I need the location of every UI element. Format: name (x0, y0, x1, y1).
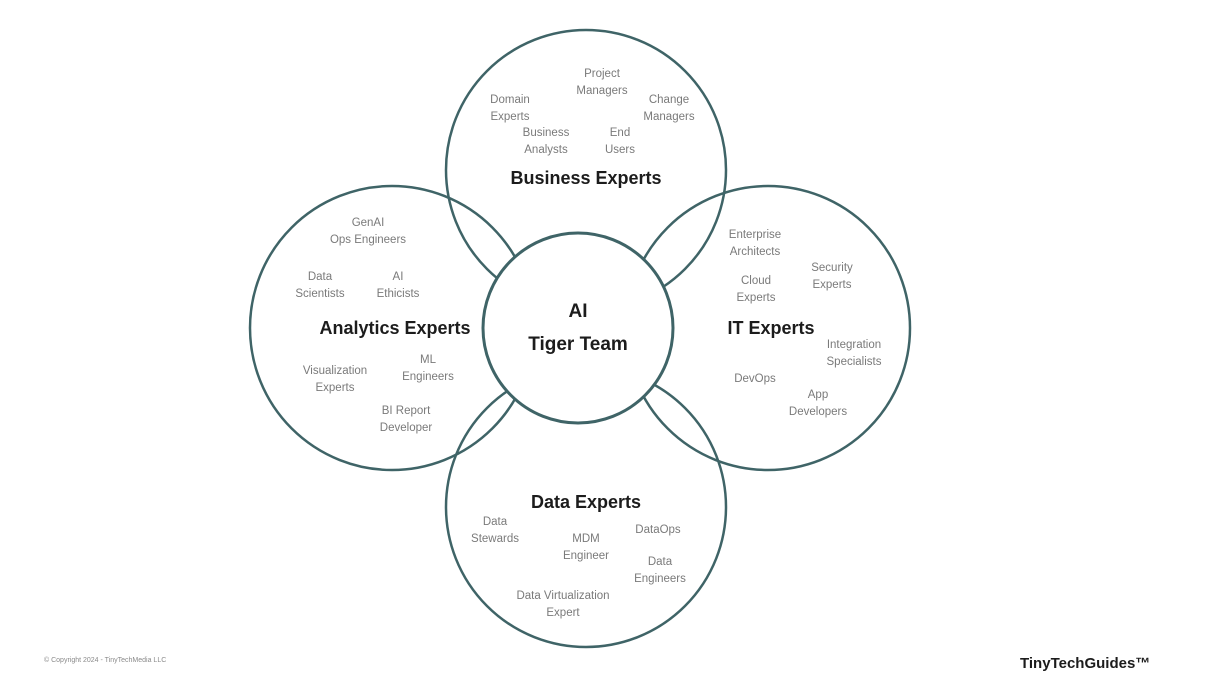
analytics-experts-title: Analytics Experts (319, 318, 471, 338)
role-data-virtualization-expert: Data Virtualization Expert (516, 590, 610, 619)
role-ai-ethicists: AI Ethicists (376, 271, 420, 300)
role-integration-specialists: Integration Specialists (826, 339, 882, 368)
role-security-experts: Security Experts (811, 262, 853, 291)
center-circle (481, 231, 675, 425)
role-data-stewards: Data Stewards (471, 516, 519, 545)
role-ml-engineers: ML Engineers (402, 354, 454, 383)
role-genai-ops-engineers: GenAI Ops Engineers (329, 217, 407, 246)
center-title: AI Tiger Team (528, 301, 628, 355)
role-data-engineers: Data Engineers (634, 556, 686, 585)
role-bi-report-developer: BI Report Developer (379, 405, 433, 434)
role-devops: DevOps (734, 373, 776, 385)
role-visualization-experts: Visualization Experts (302, 365, 368, 394)
data-experts-title: Data Experts (530, 492, 642, 512)
brand-logo-text: TinyTechGuides™ (1020, 655, 1151, 672)
role-data-scientists: Data Scientists (295, 271, 345, 300)
role-project-managers: Project Managers (576, 68, 628, 97)
role-mdm-engineer: MDM Engineer (562, 533, 610, 562)
role-change-managers: Change Managers (643, 94, 695, 123)
business-experts-title: Business Experts (510, 168, 662, 188)
it-experts-title: IT Experts (727, 318, 815, 338)
role-domain-experts: Domain Experts (490, 94, 530, 123)
role-enterprise-architects: Enterprise Architects (728, 229, 782, 258)
role-dataops: DataOps (635, 524, 681, 536)
role-business-analysts: Business Analysts (522, 127, 570, 156)
role-end-users: End Users (604, 127, 636, 156)
role-app-developers: App Developers (788, 389, 848, 418)
role-cloud-experts: Cloud Experts (736, 275, 776, 304)
copyright-text: © Copyright 2024 - TinyTechMedia LLC (44, 657, 167, 664)
